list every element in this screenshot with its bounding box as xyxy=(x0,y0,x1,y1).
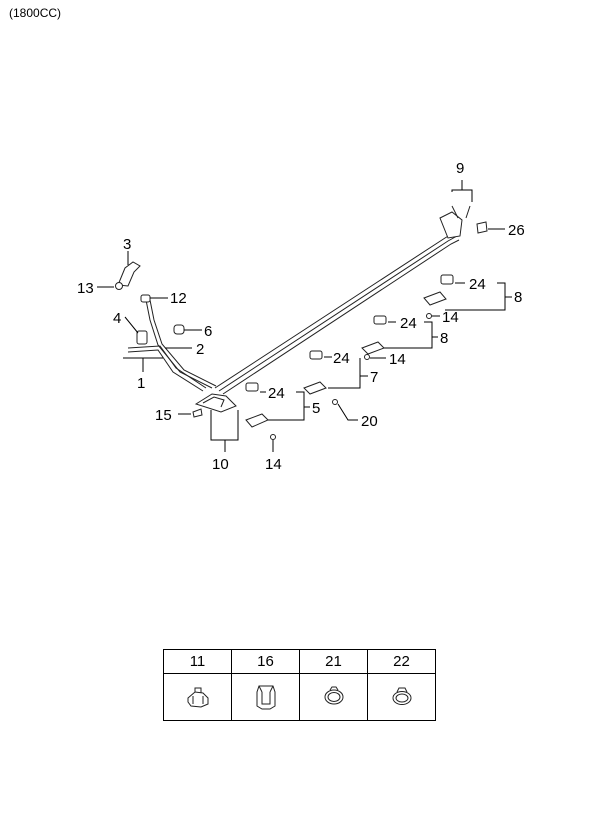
clip-24-1 xyxy=(245,382,259,392)
bolt-14-2 xyxy=(364,354,370,360)
engine-variant-label: (1800CC) xyxy=(9,6,62,20)
part-26-bolt xyxy=(476,221,488,234)
clip-24-2 xyxy=(309,350,323,360)
part-10-bracket xyxy=(194,393,237,413)
legend-number-21: 21 xyxy=(299,649,368,674)
bracket-8-a xyxy=(361,341,385,355)
callout-24: 24 xyxy=(268,385,285,402)
clip-16-icon xyxy=(256,685,275,710)
callout-14: 14 xyxy=(389,351,406,368)
clip-11-icon xyxy=(187,687,208,708)
callout-20: 20 xyxy=(361,413,378,430)
callout-13: 13 xyxy=(77,280,94,297)
callout-8: 8 xyxy=(514,289,522,306)
callout-5: 5 xyxy=(312,400,320,417)
callout-2: 2 xyxy=(196,341,204,358)
callout-12: 12 xyxy=(170,290,187,307)
leader-lines xyxy=(97,180,512,452)
bolt-20 xyxy=(332,399,338,405)
parts-legend-table: 11 16 21 22 xyxy=(163,649,436,721)
callout-15: 15 xyxy=(155,407,172,424)
callout-24: 24 xyxy=(469,276,486,293)
fuel-pipe-front xyxy=(127,299,217,392)
callout-14: 14 xyxy=(442,309,459,326)
bracket-5 xyxy=(245,413,269,428)
callout-24: 24 xyxy=(333,350,350,367)
legend-number-16: 16 xyxy=(231,649,300,674)
callout-24: 24 xyxy=(400,315,417,332)
fuel-pipe-main xyxy=(214,231,460,395)
part-13-connector xyxy=(115,282,123,290)
callout-14: 14 xyxy=(265,456,282,473)
legend-number-22: 22 xyxy=(367,649,436,674)
callout-10: 10 xyxy=(212,456,229,473)
clamp-21-icon xyxy=(324,686,343,705)
part-12-grommet xyxy=(140,294,151,303)
callout-3: 3 xyxy=(123,236,131,253)
legend-number-11: 11 xyxy=(163,649,232,674)
clip-24-4 xyxy=(440,274,454,285)
bolt-14-1 xyxy=(270,434,276,440)
bracket-8-b xyxy=(423,291,447,306)
callout-4: 4 xyxy=(113,310,121,327)
callout-1: 1 xyxy=(137,375,145,392)
part-4-connector xyxy=(136,330,148,345)
bracket-7 xyxy=(303,381,327,395)
rear-connector-9 xyxy=(439,211,463,239)
callout-6: 6 xyxy=(204,323,212,340)
callout-8: 8 xyxy=(440,330,448,347)
bolt-14-3 xyxy=(426,313,432,319)
part-15-bolt xyxy=(192,408,203,418)
clamp-22-icon xyxy=(392,687,411,705)
callout-7: 7 xyxy=(370,369,378,386)
fuel-hose-3 xyxy=(117,261,141,287)
clip-24-3 xyxy=(373,315,387,325)
callout-26: 26 xyxy=(508,222,525,239)
part-6-cap xyxy=(173,324,185,335)
callout-9: 9 xyxy=(456,160,464,177)
